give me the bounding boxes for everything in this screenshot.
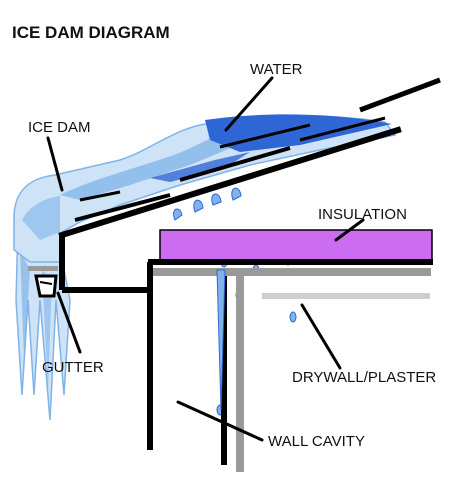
- insulation-layer: [159, 229, 433, 261]
- label-drywall: DRYWALL/PLASTER: [292, 369, 436, 386]
- drywall: [153, 268, 431, 472]
- water-stream: [216, 269, 226, 411]
- water-drips: [173, 187, 297, 416]
- ice-dam-mass: [13, 114, 397, 263]
- label-water: WATER: [250, 61, 303, 78]
- diagram-title: ICE DAM DIAGRAM: [12, 23, 170, 42]
- label-ice-dam: ICE DAM: [28, 119, 91, 136]
- wall-framing: [147, 262, 227, 465]
- leader-lines: [46, 76, 365, 442]
- roof-structure: [58, 77, 441, 293]
- label-wall-cavity: WALL CAVITY: [268, 433, 365, 450]
- label-insulation: INSULATION: [318, 206, 407, 223]
- label-gutter: GUTTER: [42, 359, 104, 376]
- gutter: [28, 266, 58, 298]
- icicles: [15, 223, 71, 421]
